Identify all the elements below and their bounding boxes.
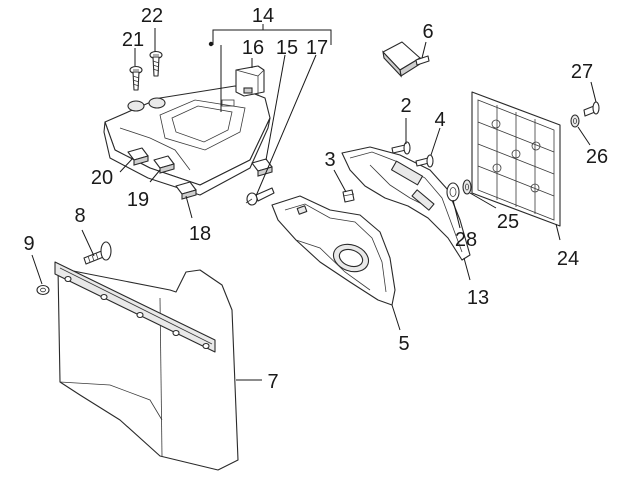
- callout-19: 19: [127, 189, 149, 211]
- callout-8: 8: [74, 205, 85, 227]
- callout-7: 7: [267, 371, 278, 393]
- clip-16: [235, 65, 265, 97]
- nut-9: [36, 284, 50, 296]
- callout-25: 25: [497, 211, 519, 233]
- callout-6: 6: [422, 21, 433, 43]
- clip-nut-18: [175, 181, 197, 200]
- callout-16: 16: [242, 37, 264, 59]
- bolt-8: [83, 241, 112, 265]
- callout-27: 27: [571, 61, 593, 83]
- leader-lines: [31, 28, 597, 381]
- group-bracket-14: [208, 24, 332, 47]
- callout-20: 20: [91, 167, 113, 189]
- callout-9: 9: [23, 233, 34, 255]
- clip-nut-15: [251, 158, 273, 177]
- callout-18: 18: [189, 223, 211, 245]
- reflector-6: [382, 41, 430, 78]
- screw-22: [149, 50, 163, 77]
- screw-27: [583, 101, 600, 117]
- mudflap-7: [54, 261, 239, 471]
- screw-21: [129, 65, 143, 91]
- callout-24: 24: [557, 248, 579, 270]
- screw-2: [391, 141, 411, 155]
- callout-14: 14: [252, 5, 274, 27]
- callout-21: 21: [122, 29, 144, 51]
- clip-3: [342, 189, 355, 203]
- callout-labels: 22 21 14 16 15 17 6 27 2 4 3 26 20 19 18…: [23, 5, 608, 393]
- cover-13: [341, 146, 471, 261]
- license-plate-holder-24: [471, 91, 561, 227]
- clip-nut-19: [153, 155, 175, 174]
- washer-25: [462, 179, 472, 195]
- nut-28: [446, 182, 460, 202]
- screw-4: [415, 154, 434, 168]
- callout-5: 5: [398, 333, 409, 355]
- callout-4: 4: [434, 109, 445, 131]
- rivet-17: [245, 187, 275, 206]
- callout-26: 26: [586, 146, 608, 168]
- callout-2: 2: [400, 95, 411, 117]
- license-bracket-5: [271, 195, 396, 306]
- callout-22: 22: [141, 5, 163, 27]
- storage-tray: [103, 85, 271, 196]
- callout-3: 3: [324, 149, 335, 171]
- callout-13: 13: [467, 287, 489, 309]
- callout-15: 15: [276, 37, 298, 59]
- callout-28: 28: [455, 229, 477, 251]
- clip-nut-20: [127, 147, 149, 166]
- callout-17: 17: [306, 37, 328, 59]
- washer-26: [570, 114, 580, 128]
